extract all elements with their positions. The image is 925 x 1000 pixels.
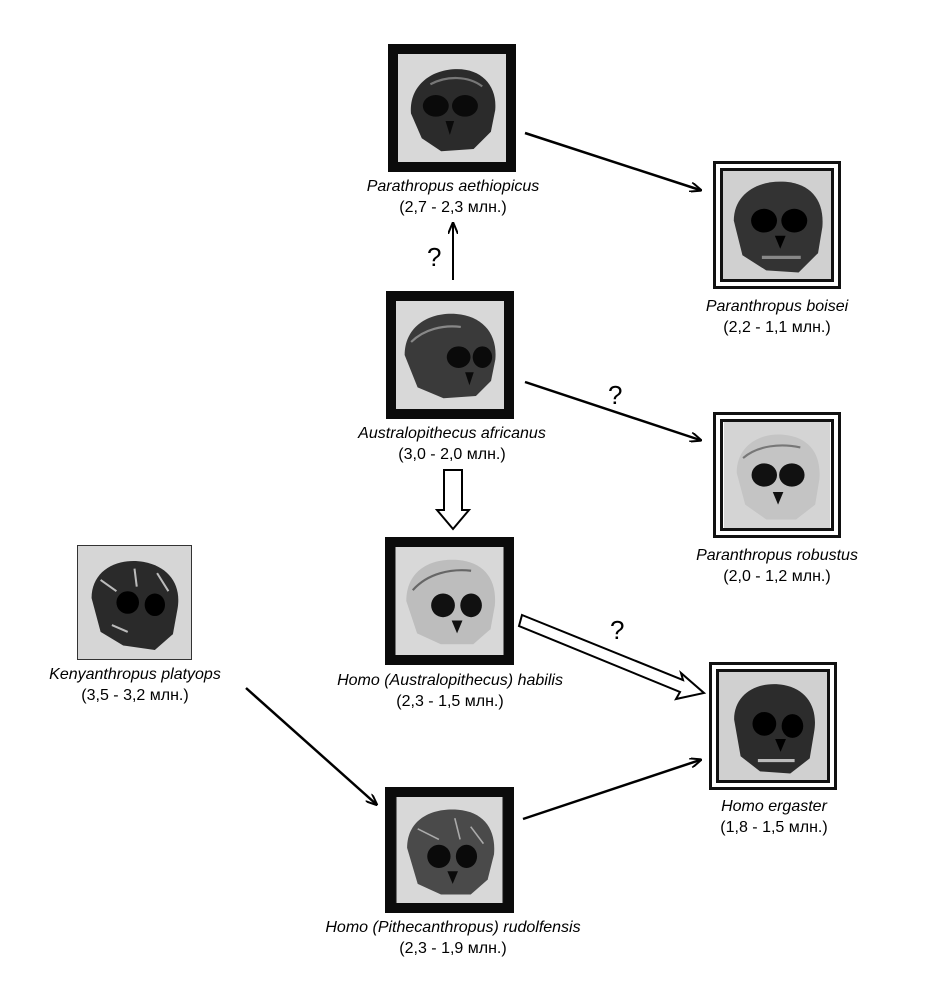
date-range: (3,0 - 2,0 млн.) [398,446,506,463]
species-name: Homo (Australopithecus) habilis [337,672,563,689]
skull-icon [398,54,506,162]
skull-icon [724,422,830,528]
species-name: Parathropus aethiopicus [366,178,540,195]
question-mark-aethiopicus: ? [427,242,442,272]
skull-icon [396,301,504,409]
skull-image-africanus [386,291,514,419]
date-range: (3,5 - 3,2 млн.) [81,687,189,704]
skull-image-platyops [77,545,192,660]
species-name: Homo (Pithecanthropus) rudolfensis [325,919,581,936]
arrow-aethiopicus-to-boisei [524,131,700,190]
label-aethiopicus: Parathropus aethiopicus (2,7 - 2,3 млн.) [330,176,576,218]
species-name: Australopithecus africanus [358,425,546,442]
date-range: (1,8 - 1,5 млн.) [720,819,828,836]
species-name: Homo ergaster [721,798,827,815]
label-boisei: Paranthropus boisei (2,2 - 1,1 млн.) [667,296,887,338]
date-range: (2,2 - 1,1 млн.) [723,319,831,336]
question-mark-ergaster: ? [610,615,625,645]
species-name: Paranthropus robustus [696,547,858,564]
skull-image-rudolfensis [385,787,514,913]
skull-icon [78,546,191,659]
label-habilis: Homo (Australopithecus) habilis (2,3 - 1… [300,670,600,712]
skull-image-boisei [713,161,841,289]
skull-icon [396,797,503,903]
skull-icon [719,672,827,780]
arrow-habilis-to-ergaster [517,613,707,701]
arrow-africanus-to-robustus [524,380,700,440]
label-platyops: Kenyanthropus platyops (3,5 - 3,2 млн.) [15,664,255,706]
arrow-rudolfensis-to-ergaster [522,760,700,821]
label-rudolfensis: Homo (Pithecanthropus) rudolfensis (2,3 … [290,917,616,959]
skull-icon [395,547,504,655]
skull-icon [723,171,831,279]
arrow-africanus-to-habilis [434,469,472,531]
label-ergaster: Homo ergaster (1,8 - 1,5 млн.) [664,796,884,838]
skull-image-ergaster [709,662,837,790]
skull-image-aethiopicus [388,44,516,172]
skull-image-robustus [713,412,841,538]
date-range: (2,7 - 2,3 млн.) [399,199,507,216]
date-range: (2,0 - 1,2 млн.) [723,568,831,585]
label-robustus: Paranthropus robustus (2,0 - 1,2 млн.) [667,545,887,587]
date-range: (2,3 - 1,5 млн.) [396,693,504,710]
date-range: (2,3 - 1,9 млн.) [399,940,507,957]
species-name: Kenyanthropus platyops [49,666,221,683]
label-africanus: Australopithecus africanus (3,0 - 2,0 мл… [312,423,592,465]
arrow-platyops-to-rudolfensis [245,687,376,804]
species-name: Paranthropus boisei [705,298,849,315]
skull-image-habilis [385,537,514,665]
question-mark-robustus: ? [608,380,623,410]
